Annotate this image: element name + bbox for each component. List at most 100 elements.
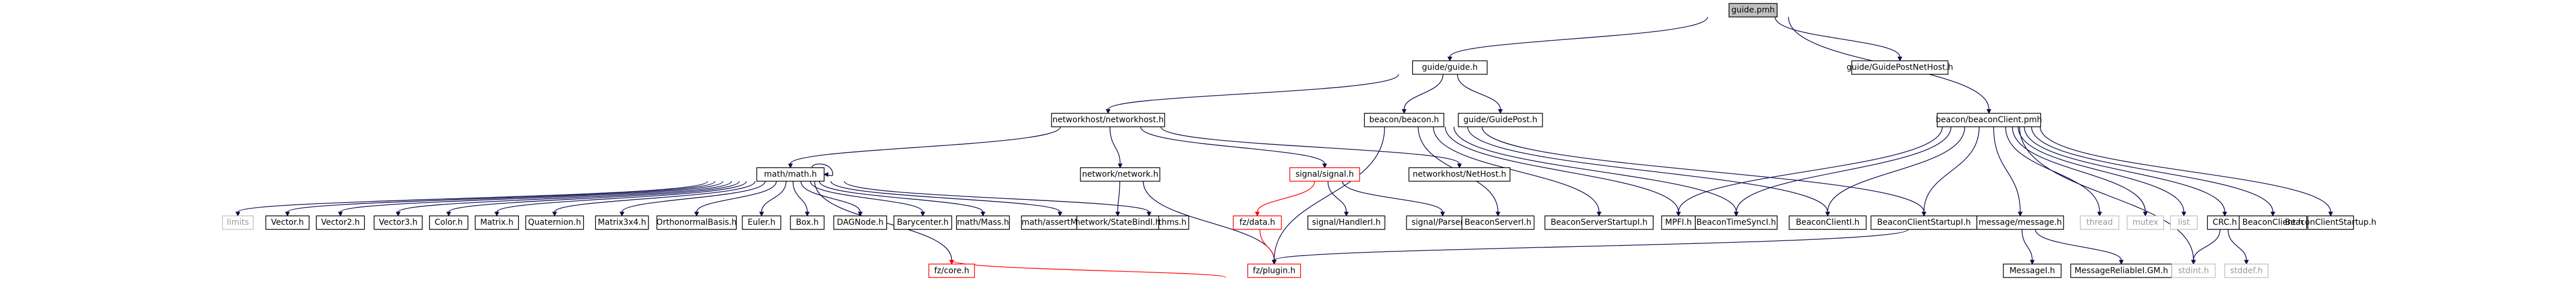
node-stdint[interactable]: stdint.h: [2171, 264, 2216, 278]
node-thread[interactable]: thread: [2080, 215, 2120, 230]
node-list[interactable]: list: [2170, 215, 2198, 230]
edge-mathmath-to-vector: [285, 181, 716, 217]
node-box: [833, 215, 888, 230]
edge-crc-to-stddef: [2227, 229, 2249, 265]
node-beaconserveri[interactable]: BeaconServerI.h: [1461, 215, 1535, 230]
node-label: math/Mass.h: [957, 218, 1009, 227]
edge-mathmath-to-mathmath: [811, 163, 833, 177]
node-beaconclient-h[interactable]: BeaconClient.h: [2238, 215, 2307, 230]
node-mutex[interactable]: mutex: [2126, 215, 2164, 230]
node-matrix3x4[interactable]: Matrix3x4.h: [595, 215, 649, 230]
edge-messagemessage-to-fzplugin: [1271, 229, 1909, 265]
node-messagei[interactable]: MessageI.h: [2003, 264, 2062, 278]
edge-mathmath-to-vector3: [395, 181, 732, 217]
node-fzdata[interactable]: fz/data.h: [1233, 215, 1282, 230]
node-beaconclienti[interactable]: BeaconClientI.h: [1789, 215, 1867, 230]
node-color[interactable]: Color.h: [429, 215, 468, 230]
node-matrix[interactable]: Matrix.h: [475, 215, 519, 230]
node-guide-h[interactable]: guide/guide.h: [1412, 60, 1488, 75]
node-vector[interactable]: Vector.h: [265, 215, 310, 230]
node-box: [1457, 112, 1543, 127]
node-fzcore[interactable]: fz/core.h: [928, 264, 975, 278]
node-limits[interactable]: limits: [222, 215, 254, 230]
node-guidepost[interactable]: guide/GuidePost.h: [1457, 112, 1543, 127]
edge-mathmath-to-vector2: [338, 181, 724, 217]
node-nethost[interactable]: networkhost/NetHost.h: [1408, 167, 1511, 182]
node-box: [2126, 215, 2164, 230]
node-beaconserverstartupi[interactable]: BeaconServerStartupI.h: [1544, 215, 1654, 230]
node-label: Box.h: [796, 218, 819, 227]
node-beacontimesynci[interactable]: BeaconTimeSyncI.h: [1695, 215, 1778, 230]
node-box: [2307, 215, 2354, 230]
node-messagereliable[interactable]: MessageReliableI.GM.h: [2070, 264, 2172, 278]
node-root[interactable]: guide.pmh: [1728, 3, 1778, 17]
edge-mathmath-to-mathassert: [830, 181, 1062, 217]
node-signalhandleri[interactable]: signal/HandlerI.h: [1307, 215, 1386, 230]
node-vector2[interactable]: Vector2.h: [316, 215, 365, 230]
node-beaconclient-pmh[interactable]: beacon/beaconClient.pmh: [1936, 112, 2042, 127]
node-box: [1307, 215, 1386, 230]
node-box: [1695, 215, 1778, 230]
node-dagnode[interactable]: DAGNode.h: [833, 215, 888, 230]
node-guidepostnethost[interactable]: guide/GuidePostNetHost.h: [1846, 60, 1953, 75]
node-box: [1408, 167, 1511, 182]
edge-mathmath-to-color: [446, 181, 740, 217]
node-barycenter[interactable]: Barycenter.h: [893, 215, 952, 230]
node-label: Vector3.h: [379, 218, 417, 227]
node-messagemessage[interactable]: message/message.h: [1976, 215, 2064, 230]
node-signalsignal[interactable]: signal/signal.h: [1289, 167, 1360, 182]
node-orthonormal[interactable]: OrthonormalBasis.h: [657, 215, 737, 230]
node-crc[interactable]: CRC.h: [2207, 215, 2242, 230]
edge-beaconclient-pmh-to-mutex: [2011, 126, 2148, 217]
edge-mathmath-to-mathalgorithms: [844, 181, 1152, 217]
node-box: [1412, 60, 1488, 75]
node-label: Matrix.h: [480, 218, 513, 227]
edge-mathmath-to-dagnode: [800, 181, 863, 217]
edge-beaconclient-pmh-to-list: [2017, 126, 2186, 217]
node-mathmath[interactable]: math/math.h: [756, 167, 825, 182]
node-box: [956, 215, 1010, 230]
node-label: guide/GuidePost.h: [1464, 115, 1538, 125]
edge-guide-h-to-beacon-h: [1401, 74, 1443, 114]
edge-networkhost-to-networknetwork: [1109, 126, 1123, 169]
node-mpfi[interactable]: MPFI.h: [1661, 215, 1696, 230]
node-label: MessageI.h: [2009, 266, 2055, 275]
node-box: [1544, 215, 1654, 230]
node-stddef[interactable]: stddef.h: [2224, 264, 2269, 278]
node-box: [475, 215, 519, 230]
node-box: [790, 215, 825, 230]
node-vector3[interactable]: Vector3.h: [373, 215, 423, 230]
node-label: beacon/beacon.h: [1369, 115, 1439, 125]
node-box: [2224, 264, 2269, 278]
node-label: guide.pmh: [1731, 6, 1775, 15]
node-box: [1080, 167, 1160, 182]
node-beacon-h[interactable]: beacon/beacon.h: [1364, 112, 1445, 127]
node-mathmass[interactable]: math/Mass.h: [956, 215, 1010, 230]
node-box: [2170, 215, 2198, 230]
edge-beaconclient-pmh-to-beacontimesynci: [1734, 126, 1952, 217]
node-beaconclientstartupi[interactable]: BeaconClientStartupI.h: [1870, 215, 1977, 230]
node-box[interactable]: Box.h: [790, 215, 825, 230]
node-quaternion[interactable]: Quaternion.h: [525, 215, 584, 230]
node-label: CRC.h: [2212, 218, 2237, 227]
node-networknetwork[interactable]: network/network.h: [1080, 167, 1160, 182]
node-label: beacon/beaconClient.pmh: [1936, 115, 2042, 125]
node-statebindi[interactable]: network/StateBindI.h: [1075, 215, 1160, 230]
node-label: network/StateBindI.h: [1075, 218, 1160, 227]
node-beaconclientstartup-h[interactable]: BeaconClientStartup.h: [2285, 215, 2376, 230]
node-fzplugin[interactable]: fz/plugin.h: [1247, 264, 1301, 278]
node-box: [1076, 215, 1159, 230]
edge-mathmath-to-euler: [759, 181, 787, 217]
node-box: [1937, 112, 2042, 127]
node-networkhost[interactable]: networkhost/networkhost.h: [1051, 112, 1166, 127]
node-label: MessageReliableI.GM.h: [2075, 266, 2168, 275]
node-label: MPFI.h: [1665, 218, 1692, 227]
node-euler[interactable]: Euler.h: [742, 215, 782, 230]
node-box: [2238, 215, 2307, 230]
node-label: message/message.h: [1978, 218, 2062, 227]
edge-beaconclient-pmh-to-beaconclient-h: [2031, 126, 2275, 217]
node-label: thread: [2086, 218, 2113, 227]
node-box: [222, 215, 254, 230]
node-box: [316, 215, 365, 230]
